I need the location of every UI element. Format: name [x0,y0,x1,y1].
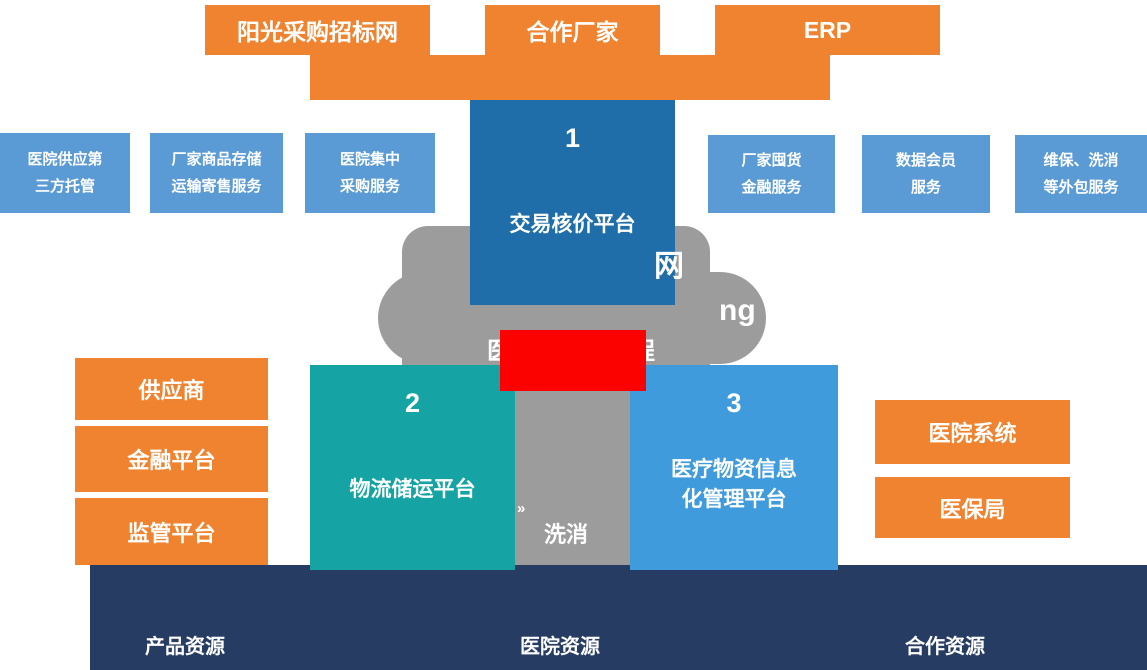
platform-1-trading-pricing: 1 交易核价平台 [470,100,675,305]
service-box-line1: 医院集中 [339,151,400,168]
service-box-stockpile-finance: 厂家囤货 金融服务 [708,135,835,213]
service-box-data-membership: 数据会员 服务 [862,135,990,213]
service-box-hospital-supply-escrow: 医院供应第 三方托管 [0,133,130,213]
top-box-sunshine-procurement-site: 阳光采购招标网 [205,5,430,55]
platform-number: 3 [726,388,742,418]
service-box-line2: 运输寄售服务 [171,178,262,195]
service-box-line2: 采购服务 [339,178,400,195]
bottom-label-hospital-resources: 医院资源 [520,636,600,658]
platform-label-line2: 化管理平台 [681,488,787,512]
entity-hospital-system: 医院系统 [875,400,1070,464]
platform-3-medical-supplies-info-mgmt: 3 医疗物资信息 化管理平台 [630,365,838,570]
entity-finance-platform: 金融平台 [75,426,268,492]
service-box-centralized-purchasing: 医院集中 采购服务 [305,133,435,213]
platform-number: 1 [564,123,581,153]
service-box-line1: 厂家囤货 [741,152,802,169]
watermark-chevron: » [517,500,526,517]
red-cover-rectangle [500,330,646,391]
service-box-line2: 三方托管 [34,178,95,195]
top-connector-band [310,55,830,100]
top-box-erp: ERP [715,5,940,55]
watermark-fragment-bottom: 洗消 [544,522,589,547]
service-box-storage-transport-consignment: 厂家商品存储 运输寄售服务 [150,133,283,213]
watermark-fragment-right: ng [719,294,756,327]
service-box-line1: 医院供应第 [27,151,103,168]
service-box-line1: 数据会员 [895,152,956,169]
platform-label-line1: 医疗物资信息 [671,457,797,481]
platform-label: 交易核价平台 [509,212,636,236]
entity-regulatory-platform: 监管平台 [75,498,268,565]
service-box-line2: 服务 [910,179,941,196]
service-box-maintenance-outsourcing: 维保、洗消 等外包服务 [1015,135,1147,213]
platform-label: 物流储运平台 [349,477,476,501]
service-box-line2: 等外包服务 [1043,179,1119,196]
bottom-resource-band [90,565,1147,670]
service-box-line2: 金融服务 [741,179,802,196]
platform-number: 2 [404,388,421,418]
top-box-partner-manufacturers: 合作厂家 [485,5,660,55]
platform-label: 医疗物资信息 化管理平台 [671,455,797,516]
service-box-line1: 维保、洗消 [1043,152,1119,169]
entity-medical-insurance-bureau: 医保局 [875,477,1070,538]
platform-2-logistics-storage: 2 物流储运平台 [310,365,515,570]
entity-supplier: 供应商 [75,358,268,420]
watermark-fragment-top: 网 [654,250,684,283]
service-box-line1: 厂家商品存储 [171,151,262,168]
bottom-label-product-resources: 产品资源 [145,636,225,658]
bottom-label-cooperation-resources: 合作资源 [905,636,985,658]
